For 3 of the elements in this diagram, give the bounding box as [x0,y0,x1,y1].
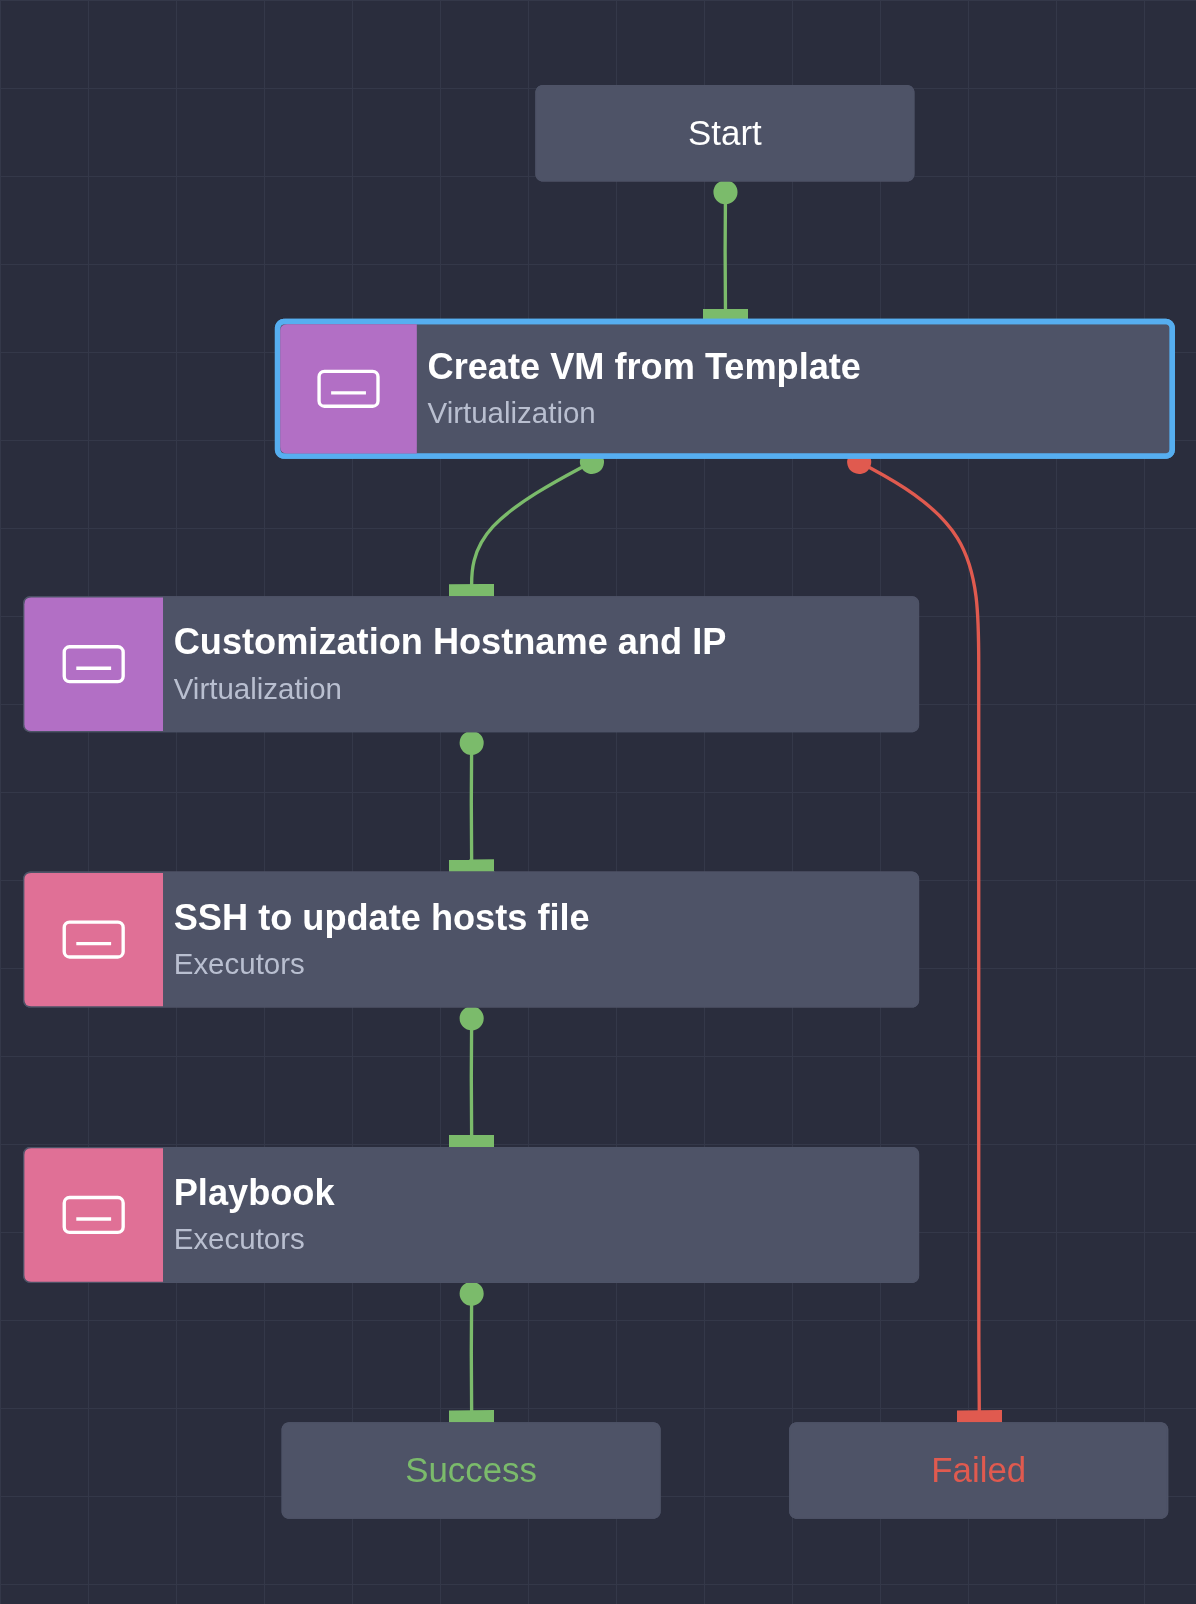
connector [448,1281,495,1424]
connector [448,1006,495,1149]
connector [448,731,495,874]
